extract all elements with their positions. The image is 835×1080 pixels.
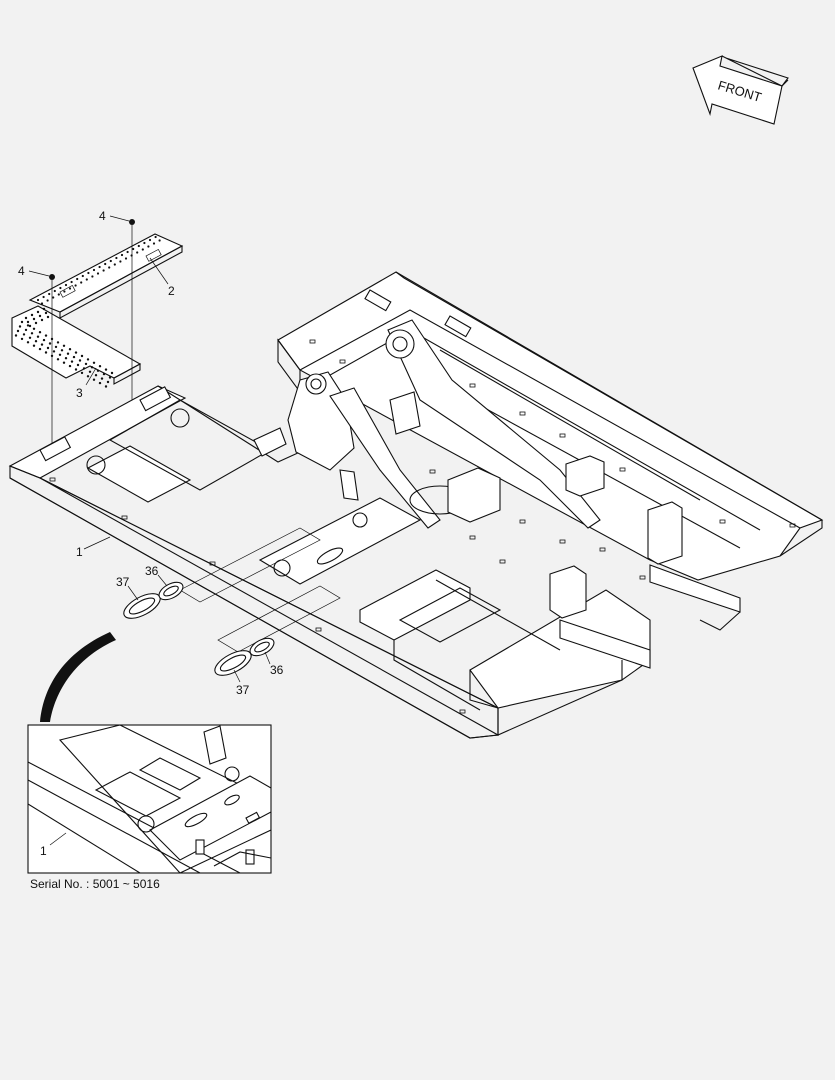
callout-1-inset: 1 — [40, 844, 47, 858]
bolt-part-4 — [49, 219, 135, 450]
callout-3: 3 — [76, 386, 83, 400]
grommet-37-left — [123, 593, 161, 619]
grommet-part-36-37 — [123, 581, 275, 676]
callout-2: 2 — [168, 284, 175, 298]
callout-36-right: 36 — [270, 663, 284, 677]
inset-detail: 1 — [27, 724, 272, 874]
leader-lines — [28, 215, 271, 683]
callout-37-right: 37 — [236, 683, 250, 697]
serial-number-note: Serial No. : 5001 ~ 5016 — [30, 877, 160, 891]
callout-36-left: 36 — [145, 564, 159, 578]
callout-4-upper: 4 — [99, 209, 106, 223]
callout-4-lower: 4 — [18, 264, 25, 278]
callout-1: 1 — [76, 545, 83, 559]
front-arrow: FRONT — [692, 55, 789, 125]
upper-frame-part-1 — [8, 271, 824, 739]
inset-pointer-arrow — [40, 632, 116, 722]
callout-37-left: 37 — [116, 575, 130, 589]
plate-part-3 — [11, 305, 142, 388]
grommet-37-right — [214, 650, 252, 676]
plate-part-2 — [28, 233, 184, 319]
callouts: 4 4 2 3 1 37 36 36 37 — [18, 209, 284, 697]
